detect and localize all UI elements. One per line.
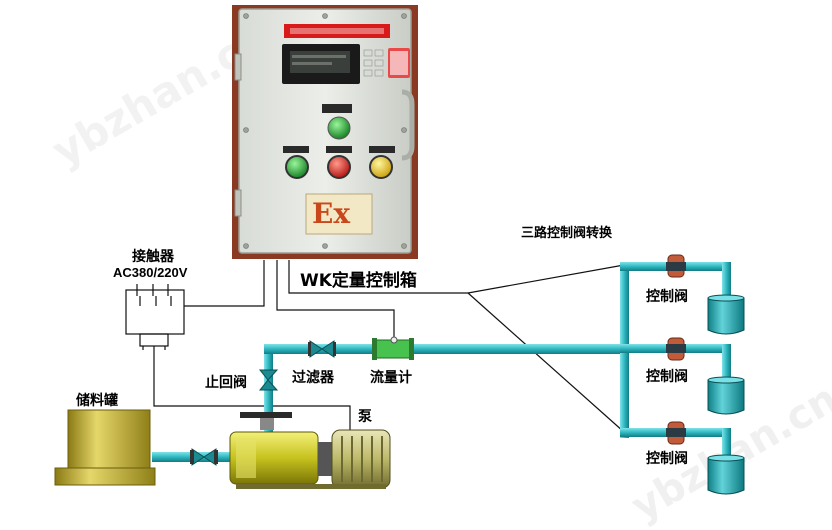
run-indicator-light — [285, 155, 309, 179]
control-valve-3-label: 控制阀 — [646, 451, 688, 467]
contactor-voltage-label: AC380/220V — [113, 265, 188, 280]
pipe-main — [264, 344, 628, 354]
wire-switch-valve1 — [467, 264, 625, 294]
receiving-bucket-3 — [707, 454, 745, 495]
control-valve-2-label: 控制阀 — [646, 369, 688, 385]
storage-tank — [54, 409, 156, 486]
control-box-title: WK定量控制箱 — [300, 271, 417, 291]
control-valve-1-label: 控制阀 — [646, 289, 688, 305]
filter-valve — [308, 340, 336, 358]
flowmeter-label: 流量计 — [370, 370, 412, 386]
inlet-valve — [190, 448, 218, 466]
ex-plate — [305, 193, 373, 235]
wire-box-contactor — [184, 260, 265, 307]
filter-label: 过滤器 — [292, 370, 334, 386]
start-button — [327, 116, 351, 140]
pipe-pump-riser — [264, 346, 273, 436]
box-handle — [401, 89, 415, 161]
start-label-plate — [322, 104, 352, 113]
stop-indicator-light — [327, 155, 351, 179]
box-bolts — [243, 13, 407, 249]
flowmeter — [372, 336, 414, 360]
wire-box-switch — [288, 260, 468, 294]
contactor-label: 接触器 — [132, 249, 174, 265]
check-valve — [258, 369, 279, 391]
receiving-bucket-1 — [707, 294, 745, 335]
ex-mark: Ex — [312, 197, 351, 230]
control-valve-1 — [666, 254, 686, 278]
alarm-indicator-light — [369, 155, 393, 179]
three-way-switch-label: 三路控制阀转换 — [521, 226, 613, 241]
hinge-top — [234, 53, 242, 81]
pump-label: 泵 — [358, 409, 372, 425]
control-valve-2 — [666, 337, 686, 361]
receiving-bucket-2 — [707, 376, 745, 415]
hinge-bottom — [234, 189, 242, 217]
keypad — [363, 49, 384, 77]
pump — [229, 412, 391, 489]
wk-control-box — [232, 5, 418, 259]
contactor-symbol — [125, 284, 185, 350]
wire-switch-valve3 — [467, 292, 625, 433]
control-valve-3 — [666, 421, 686, 445]
wire-contactor-pump — [153, 346, 351, 430]
wire-box-flowmeter — [276, 260, 395, 342]
check-valve-label: 止回阀 — [205, 375, 247, 391]
wiring — [153, 260, 625, 433]
storage-tank-label: 储料罐 — [76, 393, 118, 409]
